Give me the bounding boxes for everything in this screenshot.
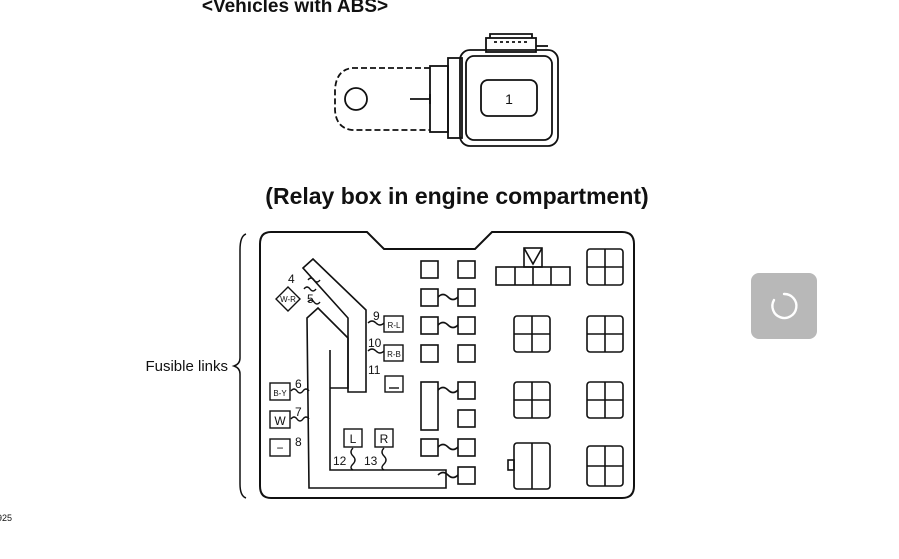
fuse-slot: [457, 344, 476, 363]
link-wire-13: [381, 447, 387, 471]
fuse-slot: [457, 316, 476, 335]
wire-color-wr: W-R: [280, 295, 296, 304]
top-caption: <Vehicles with ABS>: [202, 0, 388, 17]
fusible-link-bars: [301, 257, 447, 489]
abs-relay: [334, 33, 559, 147]
abs-relay-number: 1: [505, 91, 513, 107]
fusible-links: [269, 277, 404, 471]
fuse-slot: [457, 260, 476, 279]
wire-color-r: R: [380, 432, 389, 446]
fuse-slot-tall: [420, 381, 439, 431]
mounting-hole: [344, 87, 368, 111]
relay-slot: [586, 315, 624, 353]
link-number-8: 8: [295, 435, 302, 449]
link-wire-9: [367, 320, 385, 326]
link-11-box: [384, 375, 404, 393]
fuse-slot: [457, 438, 476, 457]
relay-slot-top-wide: [495, 247, 571, 286]
figure-code: 925: [0, 513, 12, 523]
wire-color-minus: −: [276, 441, 283, 455]
link-number-9: 9: [373, 309, 380, 323]
wire-color-l: L: [350, 432, 357, 446]
link-number-10: 10: [368, 336, 382, 350]
relay-slot: [513, 381, 551, 419]
fuse-slot: [457, 288, 476, 307]
link-number-12: 12: [333, 454, 347, 468]
bus-bar-lower: [306, 306, 447, 489]
fusible-link-numbers: 4 5 9 10 11 6 7 8 12 13: [288, 272, 382, 468]
fuse-column: [420, 260, 476, 485]
relay-slot: [513, 315, 551, 353]
wire-color-rb: R-B: [387, 350, 401, 359]
link-number-11: 11: [368, 363, 381, 377]
wire-color-labels: W-R R-L R-B B-Y W − L R: [273, 295, 401, 455]
relay-slots: [495, 247, 624, 490]
fuse-slot: [420, 288, 439, 307]
fuse-slot: [457, 381, 476, 400]
link-wr-diamond: [275, 286, 301, 312]
fuse-slot: [457, 409, 476, 428]
link-8-box: [269, 438, 291, 457]
bus-bar-upper: [301, 257, 367, 393]
fuse-slot: [420, 344, 439, 363]
link-wire-10: [367, 348, 385, 354]
link-wire-12: [350, 447, 356, 471]
link-wire-6: [290, 388, 310, 394]
loading-spinner-button[interactable]: [751, 273, 817, 339]
link-number-4: 4: [288, 272, 295, 286]
fusible-links-brace: [231, 233, 247, 499]
relay-slot: [586, 381, 624, 419]
link-number-5: 5: [307, 292, 314, 306]
link-wire-7: [290, 416, 310, 422]
relay-box-title: (Relay box in engine compartment): [265, 183, 648, 209]
relay-slot-connector: [507, 442, 551, 490]
link-rb-box: [383, 344, 404, 362]
link-number-6: 6: [295, 377, 302, 391]
relay-box: [259, 231, 635, 499]
relay-slot: [586, 248, 624, 286]
link-rl-box: [383, 315, 404, 333]
fuse-slot: [420, 316, 439, 335]
fuse-slot: [420, 260, 439, 279]
refresh-spinner-icon: [771, 292, 798, 320]
fuse-slot: [457, 466, 476, 485]
fusible-links-label: Fusible links: [145, 358, 228, 375]
link-wire-4: [307, 277, 321, 283]
link-by-box: [269, 382, 291, 401]
link-w-box: [269, 410, 291, 429]
relay-slot: [586, 445, 624, 487]
wire-color-rl: R-L: [388, 321, 401, 330]
link-number-7: 7: [295, 405, 302, 419]
wire-color-w: W: [274, 414, 286, 428]
fuse-slot: [420, 438, 439, 457]
link-l-box: [343, 428, 363, 448]
link-r-box: [374, 428, 394, 448]
wire-color-by: B-Y: [273, 389, 287, 398]
link-number-13: 13: [364, 454, 378, 468]
